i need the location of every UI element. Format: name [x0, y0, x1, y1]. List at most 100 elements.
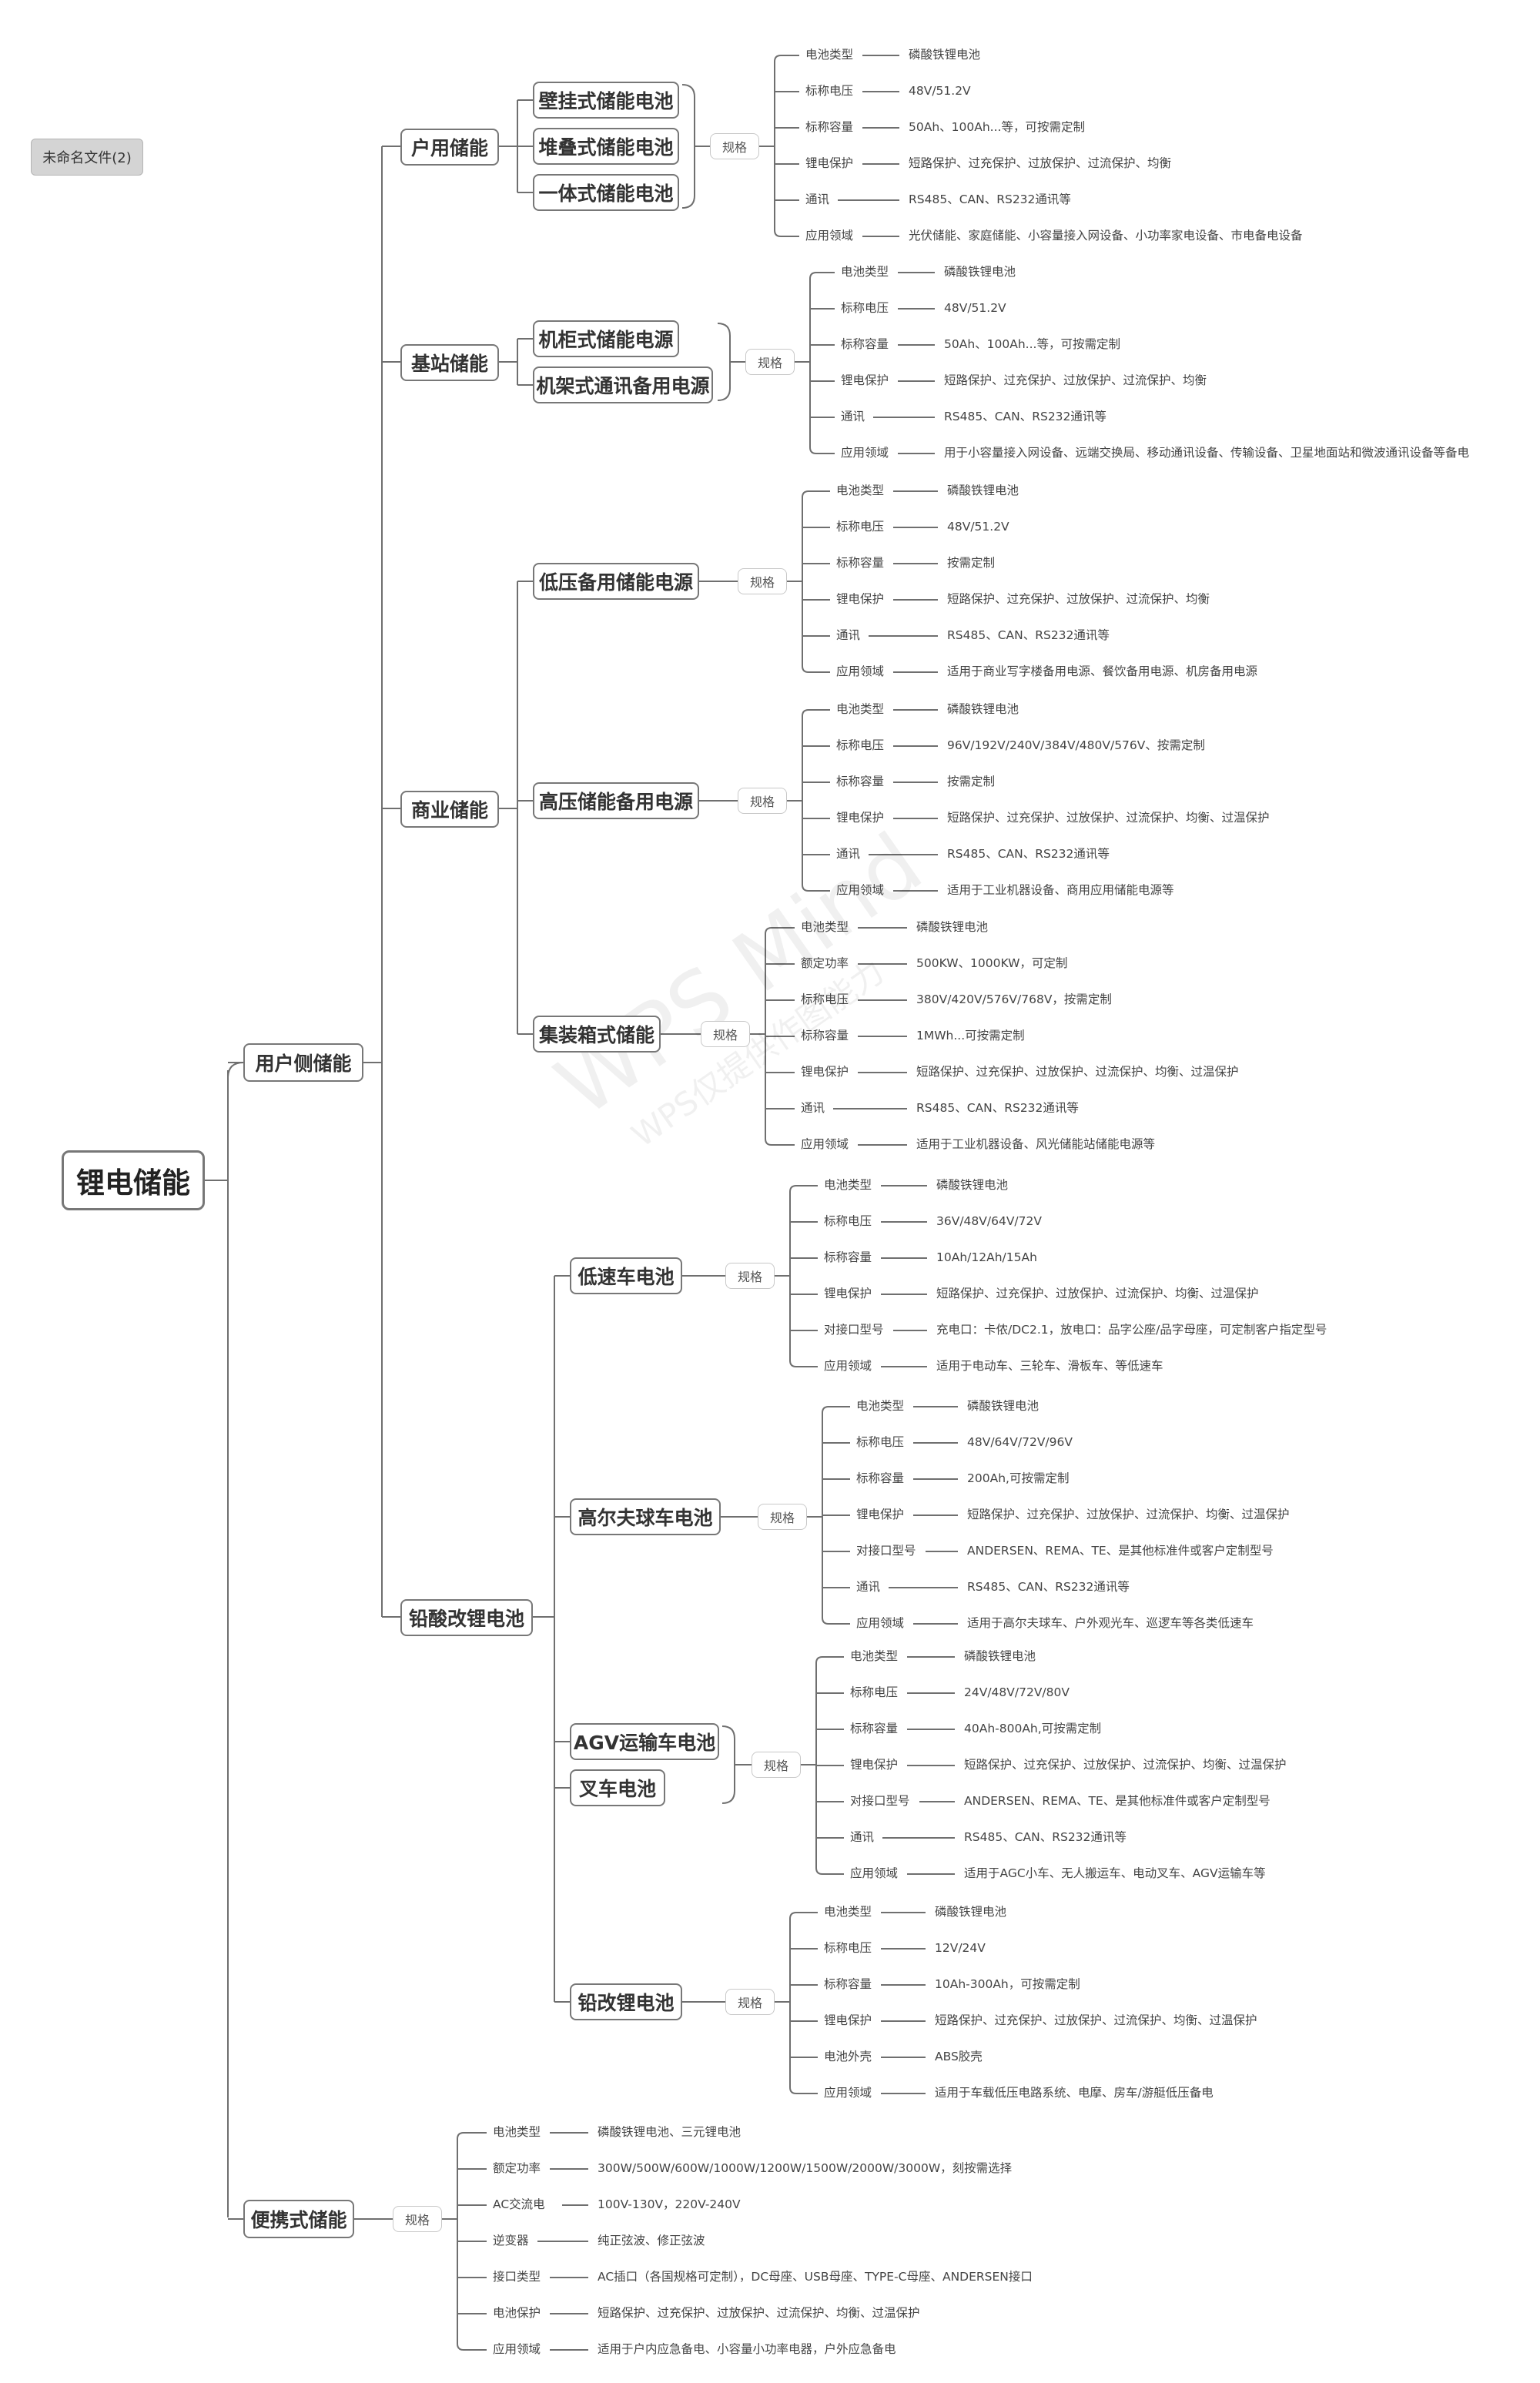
spec-key-label: 应用领域 [824, 2086, 872, 2100]
spec-value-label: 磷酸铁锂电池、三元锂电池 [598, 2125, 742, 2139]
branch-line [809, 272, 835, 279]
spec-value-label: 300W/500W/600W/1000W/1200W/1500W/2000W/3… [598, 2161, 1013, 2175]
spec-key-label: 标称容量 [801, 1029, 849, 1043]
spec-key-label: 电池类型 [805, 48, 854, 62]
spec-value-label: 用于小容量接入网设备、远端交换局、移动通讯设备、传输设备、卫星地面站和微波通讯设… [944, 446, 1470, 460]
spec-value-label: 磷酸铁锂电池 [967, 1399, 1040, 1413]
spec-value-label: 纯正弦波、修正弦波 [598, 2234, 705, 2247]
branch-line [802, 884, 830, 892]
spec-key-label: 应用领域 [856, 1616, 905, 1630]
spec-key-label: 锂电保护 [824, 2013, 872, 2027]
spec-value-label: 48V/64V/72V/96V [967, 1435, 1073, 1449]
branch-line [765, 927, 795, 935]
product-rack-backup-power[interactable]: 机架式通讯备用电源 [533, 366, 713, 403]
spec-value-label: 光伏储能、家庭储能、小容量接入网设备、小功率家电设备、市电备电设备 [909, 229, 1303, 243]
spec-key-label: 应用领域 [841, 446, 889, 460]
spec-value-label: 48V/51.2V [944, 301, 1006, 315]
spec-key-label: 标称容量 [850, 1722, 899, 1735]
spec-key-label: 对接口型号 [856, 1544, 916, 1558]
spec-value-label: AC插口（各国规格可定制），DC母座、USB母座、TYPE-C母座、ANDERS… [598, 2270, 1033, 2284]
spec-key-label: 电池外壳 [824, 2050, 872, 2063]
spec-node[interactable]: 规格 [738, 568, 787, 594]
spec-node[interactable]: 规格 [725, 1989, 775, 2015]
product-all-in-one-battery[interactable]: 一体式储能电池 [533, 174, 679, 211]
spec-value-label: 磷酸铁锂电池 [947, 484, 1019, 497]
spec-key-label: 通讯 [801, 1101, 825, 1115]
spec-key-label: 应用领域 [824, 1359, 872, 1373]
spec-value-label: 24V/48V/72V/80V [964, 1685, 1070, 1699]
spec-node[interactable]: 规格 [745, 349, 795, 375]
spec-node[interactable]: 规格 [752, 1752, 801, 1778]
subcategory-base-station[interactable]: 基站储能 [400, 344, 499, 381]
spec-key-label: 标称电压 [856, 1435, 905, 1449]
spec-key-label: 标称电压 [805, 84, 854, 98]
spec-value-label: 短路保护、过充保护、过放保护、过流保护、均衡 [947, 592, 1210, 606]
spec-key-label: 应用领域 [805, 229, 854, 243]
spec-value-label: 适用于车载低压电路系统、电摩、房车/游艇低压备电 [935, 2086, 1214, 2100]
spec-key-label: 标称电压 [801, 992, 849, 1006]
branch-line [789, 1360, 818, 1367]
product-stacked-battery[interactable]: 堆叠式储能电池 [533, 128, 679, 165]
product-golf-cart[interactable]: 高尔夫球车电池 [570, 1498, 721, 1535]
spec-key-label: 通讯 [836, 847, 861, 861]
spec-node[interactable]: 规格 [710, 133, 759, 159]
spec-key-label: 标称电压 [850, 1685, 899, 1699]
category-portable-storage[interactable]: 便携式储能 [243, 2200, 354, 2238]
branch-line [802, 709, 830, 717]
product-container-storage[interactable]: 集装箱式储能 [533, 1016, 661, 1053]
product-low-voltage-backup[interactable]: 低压备用储能电源 [533, 563, 699, 600]
branch-line [457, 2132, 487, 2140]
spec-node[interactable]: 规格 [701, 1021, 750, 1047]
spec-node[interactable]: 规格 [393, 2206, 442, 2232]
spec-key-label: 应用领域 [836, 883, 885, 897]
spec-key-label: 通讯 [836, 628, 861, 642]
spec-key-label: 电池类型 [824, 1905, 872, 1919]
branch-line [789, 1185, 818, 1193]
spec-value-label: 10Ah/12Ah/15Ah [936, 1250, 1037, 1264]
spec-value-label: RS485、CAN、RS232通讯等 [947, 628, 1110, 642]
spec-value-label: 96V/192V/240V/384V/480V/576V、按需定制 [947, 738, 1205, 752]
category-user-side-storage[interactable]: 用户侧储能 [243, 1043, 363, 1082]
summary-bracket [681, 84, 695, 209]
product-forklift-battery[interactable]: 叉车电池 [570, 1769, 665, 1806]
spec-value-label: RS485、CAN、RS232通讯等 [964, 1830, 1127, 1844]
spec-value-label: 短路保护、过充保护、过放保护、过流保护、均衡、过温保护 [916, 1065, 1239, 1079]
spec-key-label: AC交流电 [493, 2197, 545, 2211]
product-cabinet-power[interactable]: 机柜式储能电源 [533, 320, 679, 357]
subcategory-commercial[interactable]: 商业储能 [400, 791, 499, 828]
summary-bracket [717, 323, 731, 401]
spec-node[interactable]: 规格 [758, 1504, 807, 1530]
branch-line [802, 490, 830, 498]
spec-key-label: 标称容量 [841, 337, 889, 351]
branch-line [809, 447, 835, 454]
spec-value-label: 按需定制 [947, 556, 996, 570]
spec-key-label: 标称容量 [805, 120, 854, 134]
spec-value-label: 适用于AGC小车、无人搬运车、电动叉车、AGV运输车等 [964, 1866, 1266, 1880]
spec-key-label: 锂电保护 [841, 373, 889, 387]
branch-line [789, 1912, 818, 1919]
spec-value-label: 适用于户内应急备电、小容量小功率电器，户外应急备电 [598, 2342, 896, 2356]
spec-key-label: 标称容量 [824, 1250, 872, 1264]
spec-value-label: 充电口：卡侬/DC2.1，放电口：品字公座/品字母座，可定制客户指定型号 [936, 1323, 1327, 1337]
root-node[interactable]: 锂电储能 [62, 1150, 205, 1210]
branch-line [227, 1062, 244, 1079]
spec-key-label: 电池类型 [493, 2125, 541, 2139]
product-lead-to-lithium-battery[interactable]: 铅改锂电池 [570, 1983, 682, 2020]
spec-value-label: 40Ah-800Ah,可按需定制 [964, 1722, 1102, 1735]
spec-key-label: 标称容量 [836, 775, 885, 788]
product-agv-battery[interactable]: AGV运输车电池 [570, 1723, 719, 1760]
subcategory-lead-to-lithium[interactable]: 铅酸改锂电池 [400, 1599, 533, 1636]
product-low-speed-vehicle[interactable]: 低速车电池 [570, 1257, 682, 1294]
file-name-tag[interactable]: 未命名文件(2) [31, 139, 143, 176]
spec-key-label: 电池类型 [856, 1399, 905, 1413]
spec-node[interactable]: 规格 [738, 788, 787, 814]
product-high-voltage-backup[interactable]: 高压储能备用电源 [533, 782, 699, 819]
branch-line [789, 2087, 818, 2094]
spec-key-label: 电池类型 [836, 484, 885, 497]
spec-value-label: ANDERSEN、REMA、TE、是其他标准件或客户定制型号 [964, 1794, 1270, 1808]
subcategory-household[interactable]: 户用储能 [400, 129, 499, 166]
spec-key-label: 逆变器 [493, 2234, 529, 2247]
product-wall-battery[interactable]: 壁挂式储能电池 [533, 82, 679, 119]
spec-node[interactable]: 规格 [725, 1263, 775, 1289]
spec-value-label: RS485、CAN、RS232通讯等 [944, 410, 1106, 423]
